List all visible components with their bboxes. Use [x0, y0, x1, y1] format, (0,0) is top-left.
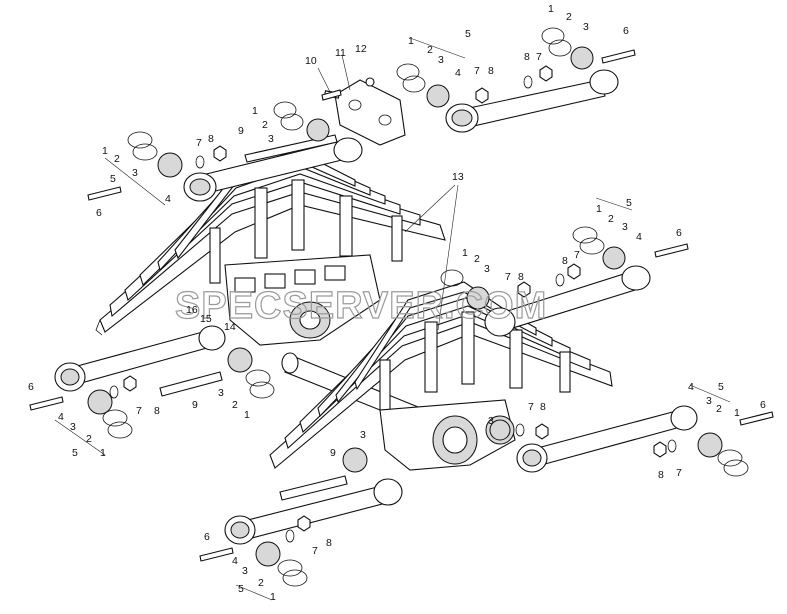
callout-label: 9 — [238, 125, 244, 137]
callout-label: 3 — [242, 565, 248, 577]
callout-label: 2 — [262, 119, 268, 131]
callout-label: 3 — [132, 167, 138, 179]
callout-label: 2 — [258, 577, 264, 589]
callout-label: 8 — [488, 65, 494, 77]
callout-label: 5 — [465, 28, 471, 40]
callout-label: 15 — [200, 313, 212, 325]
callout-label: 1 — [100, 447, 106, 459]
callout-label: 5 — [238, 583, 244, 595]
watermark-text: SPECSERVER.COM — [175, 285, 547, 327]
callout-label: 7 — [574, 249, 580, 261]
callout-label: 9 — [192, 399, 198, 411]
callout-label: 3 — [583, 21, 589, 33]
callout-label: 7 — [676, 467, 682, 479]
callout-label: 1 — [408, 35, 414, 47]
callout-label: 3 — [360, 429, 366, 441]
callout-label: 1 — [270, 591, 276, 603]
callout-label: 2 — [608, 213, 614, 225]
callout-label: 4 — [58, 411, 64, 423]
callout-label: 6 — [204, 531, 210, 543]
upper-center-bracket — [323, 77, 406, 146]
leader-lines — [54, 37, 731, 601]
callout-label: 8 — [524, 51, 530, 63]
callout-label: 9 — [330, 447, 336, 459]
callout-label: 7 — [536, 51, 542, 63]
callout-label: 7 — [474, 65, 480, 77]
callout-label: 5 — [718, 381, 724, 393]
callout-label: 2 — [427, 44, 433, 56]
callout-label: 1 — [244, 409, 250, 421]
callout-label: 8 — [562, 255, 568, 267]
callout-label: 2 — [86, 433, 92, 445]
callout-label: 10 — [305, 55, 317, 67]
callout-label: 2 — [716, 403, 722, 415]
callout-label: 3 — [706, 395, 712, 407]
callout-label: 2 — [114, 153, 120, 165]
callout-label: 16 — [186, 304, 198, 316]
callout-label: 1 — [102, 145, 108, 157]
callout-label: 7 — [312, 545, 318, 557]
callout-label: 6 — [28, 381, 34, 393]
callout-label: 7 — [196, 137, 202, 149]
callout-numbers: 1 2 3 6 8 7 1 2 3 4 5 7 8 10 11 12 1 2 3… — [28, 3, 766, 603]
callout-label: 1 — [252, 105, 258, 117]
callout-label: 5 — [110, 173, 116, 185]
callout-label: 4 — [688, 381, 694, 393]
callout-label: 14 — [224, 321, 236, 333]
callout-label: 4 — [165, 193, 171, 205]
callout-label: 8 — [658, 469, 664, 481]
bushings-and-rings — [87, 27, 749, 587]
callout-label: 6 — [96, 207, 102, 219]
callout-label: 7 — [528, 401, 534, 413]
callout-label: 6 — [623, 25, 629, 37]
callout-label: 4 — [455, 67, 461, 79]
bolts — [29, 49, 774, 562]
callout-label: 3 — [268, 133, 274, 145]
callout-label: 13 — [452, 171, 464, 183]
callout-label: 8 — [208, 133, 214, 145]
callout-label: 4 — [232, 555, 238, 567]
callout-label: 8 — [154, 405, 160, 417]
callout-label: 1 — [596, 203, 602, 215]
callout-label: 4 — [636, 231, 642, 243]
callout-label: 12 — [355, 43, 367, 55]
callout-label: 3 — [438, 54, 444, 66]
callout-label: 8 — [326, 537, 332, 549]
callout-label: 3 — [488, 415, 494, 427]
callout-label: 2 — [474, 253, 480, 265]
callout-label: 11 — [335, 47, 346, 59]
callout-label: 1 — [548, 3, 554, 15]
reaction-rods — [54, 69, 698, 545]
callout-label: 1 — [734, 407, 740, 419]
callout-label: 2 — [232, 399, 238, 411]
right-leaf-spring — [269, 281, 613, 469]
callout-label: 3 — [484, 263, 490, 275]
callout-label: 1 — [462, 247, 468, 259]
callout-label: 5 — [626, 197, 632, 209]
callout-label: 7 — [136, 405, 142, 417]
callout-label: 3 — [622, 221, 628, 233]
callout-label: 8 — [518, 271, 524, 283]
nuts-and-washers — [109, 65, 677, 543]
callout-label: 7 — [505, 271, 511, 283]
callout-label: 5 — [72, 447, 78, 459]
callout-label: 6 — [760, 399, 766, 411]
left-axle-bracket — [224, 254, 381, 346]
callout-label: 6 — [676, 227, 682, 239]
callout-label: 8 — [540, 401, 546, 413]
callout-label: 3 — [70, 421, 76, 433]
callout-label: 2 — [566, 11, 572, 23]
callout-label: 3 — [218, 387, 224, 399]
